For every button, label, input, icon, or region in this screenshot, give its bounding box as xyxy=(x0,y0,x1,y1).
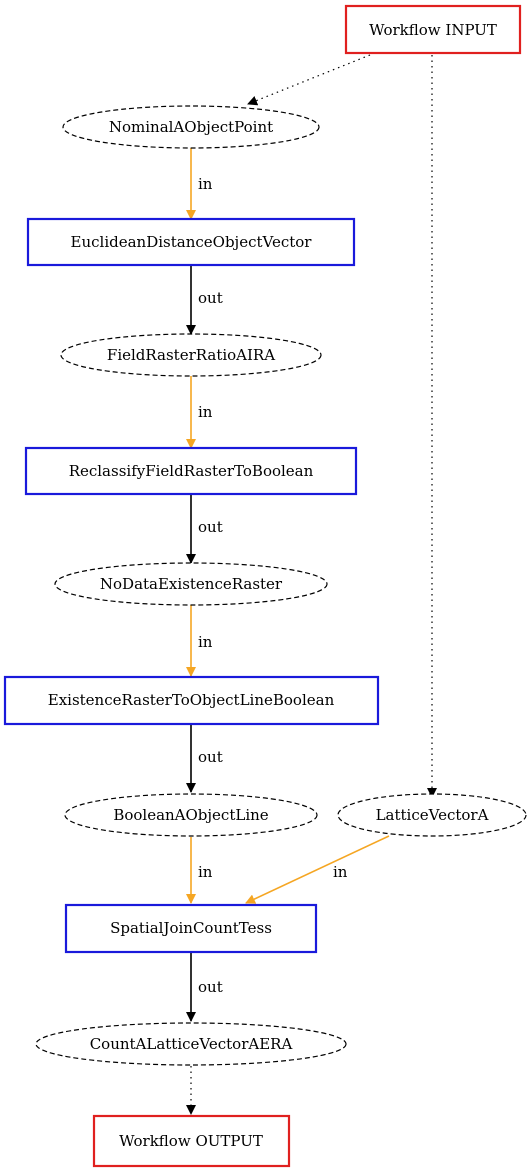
node-nodata-raster[interactable]: NoDataExistenceRaster xyxy=(54,562,328,606)
node-label: ReclassifyFieldRasterToBoolean xyxy=(69,462,314,480)
node-label: Workflow OUTPUT xyxy=(119,1132,263,1150)
edge-label-out: out xyxy=(198,289,223,307)
edge-input-to-nominal xyxy=(247,54,371,106)
node-label: LatticeVectorA xyxy=(376,806,489,824)
edge-label-in: in xyxy=(198,633,213,651)
edge-label-in: in xyxy=(333,863,348,881)
node-euclidean[interactable]: EuclideanDistanceObjectVector xyxy=(26,217,356,267)
node-workflow-output[interactable]: Workflow OUTPUT xyxy=(92,1114,291,1168)
node-nominal-point[interactable]: NominalAObjectPoint xyxy=(62,105,320,149)
nodes: Workflow INPUT NominalAObjectPoint Eucli… xyxy=(3,4,527,1168)
node-label: NominalAObjectPoint xyxy=(109,118,273,136)
node-count-lattice[interactable]: CountALatticeVectorAERA xyxy=(35,1022,347,1066)
node-label: CountALatticeVectorAERA xyxy=(90,1035,293,1053)
node-label: SpatialJoinCountTess xyxy=(110,919,272,937)
node-label: BooleanAObjectLine xyxy=(113,806,268,824)
node-existence-to-line[interactable]: ExistenceRasterToObjectLineBoolean xyxy=(3,675,380,726)
edges: in out in out in out in in out xyxy=(186,54,437,1115)
edge-label-out: out xyxy=(198,518,223,536)
node-lattice-vector[interactable]: LatticeVectorA xyxy=(337,793,527,837)
node-field-raster[interactable]: FieldRasterRatioAIRA xyxy=(60,333,322,377)
edge-label-in: in xyxy=(198,403,213,421)
edge-label-out: out xyxy=(198,978,223,996)
edge-label-out: out xyxy=(198,748,223,766)
node-label: EuclideanDistanceObjectVector xyxy=(71,233,313,251)
node-label: ExistenceRasterToObjectLineBoolean xyxy=(48,691,335,709)
edge-label-in: in xyxy=(198,175,213,193)
edge-lattice-to-spatial xyxy=(245,835,390,904)
node-spatial-join[interactable]: SpatialJoinCountTess xyxy=(64,903,318,954)
edge-label-in: in xyxy=(198,863,213,881)
node-workflow-input[interactable]: Workflow INPUT xyxy=(344,4,522,55)
node-label: FieldRasterRatioAIRA xyxy=(107,346,275,364)
node-reclassify[interactable]: ReclassifyFieldRasterToBoolean xyxy=(24,446,358,496)
node-label: Workflow INPUT xyxy=(369,21,497,39)
node-boolean-line[interactable]: BooleanAObjectLine xyxy=(64,793,318,837)
node-label: NoDataExistenceRaster xyxy=(100,575,283,593)
